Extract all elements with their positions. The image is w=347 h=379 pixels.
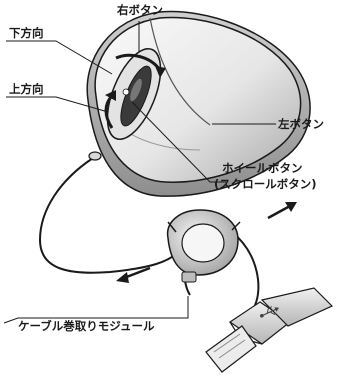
usb-plug [205,287,334,373]
right-button-label: 右ボタン [116,3,163,17]
scroll-down-arrow-icon [115,53,166,78]
usb-connector [205,325,257,373]
left-button-label: 左ボタン [277,117,324,131]
scroll-down-label: 下方向 [9,26,44,40]
wheel-button-label: ホイールボタン [222,161,303,175]
wheel-button-sublabel: (スクロールボタン) [214,177,317,191]
scroll-up-label: 上方向 [9,82,44,96]
scroll-wheel [106,48,162,140]
scroll-up-arrow-icon [104,90,116,129]
leader-lines [3,21,276,324]
cable-exit [88,151,102,161]
pull-arrow-left-icon [116,266,151,283]
reel-module-label: ケーブル巻取りモジュール [18,319,155,333]
pull-arrow-right-icon [267,202,297,220]
usb-icon [260,306,280,318]
button-divider [149,17,211,126]
cable-reel [166,209,241,283]
